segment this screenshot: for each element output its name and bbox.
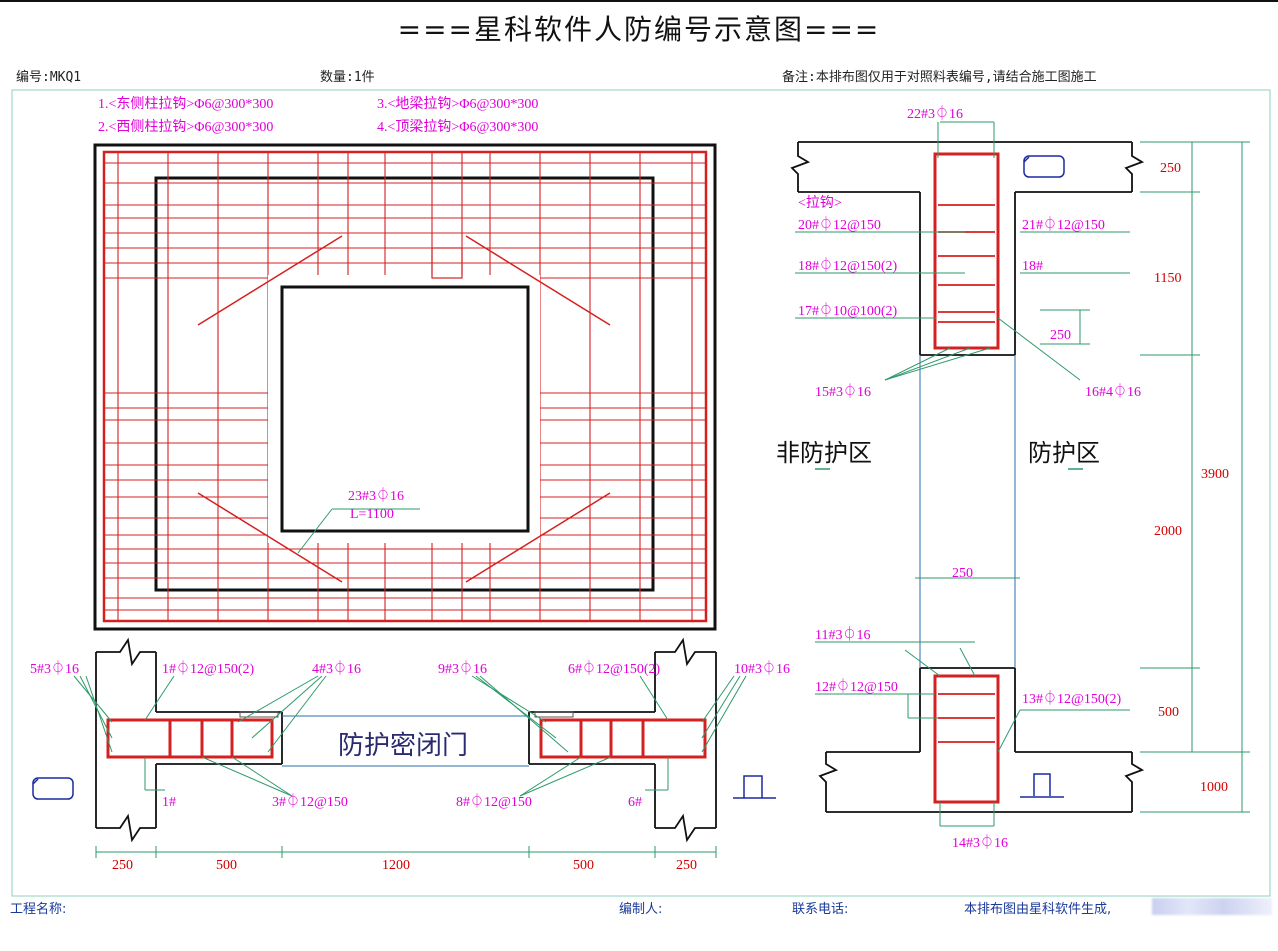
bottom-beam-stirrups — [938, 693, 995, 743]
right-rebar-cage — [539, 718, 707, 759]
section-dim-500: 500 — [1158, 705, 1179, 720]
quantity-label: 数量:1件 — [320, 70, 375, 85]
bar-15-label: 15#3⏀16 — [815, 383, 871, 400]
leader-23 — [297, 508, 333, 554]
bar-17-label: 17#⏀10@100(2) — [798, 302, 898, 319]
bar-5-label: 5#3⏀16 — [30, 660, 79, 677]
bar-18-spec-label: 18#⏀12@150(2) — [798, 257, 898, 274]
top-beam-cage — [933, 152, 1000, 350]
plan-leaders — [73, 675, 747, 797]
bar-9-label: 9#3⏀16 — [438, 660, 487, 677]
plan-dim-5: 250 — [676, 858, 697, 873]
outer-wall-outline — [93, 143, 717, 631]
door-frame-elevation: 1.<东侧柱拉钩>Φ6@300*300 2.<西侧柱拉钩>Φ6@300*300 … — [93, 96, 717, 631]
redacted-contact — [1152, 898, 1272, 915]
author-label: 编制人: — [619, 902, 663, 917]
section-dimension-lines — [1140, 141, 1250, 813]
dim-250-mid: 250 — [952, 566, 973, 581]
top-beam-stirrups — [938, 204, 995, 323]
bar-23-label: 23#3⏀16 — [348, 487, 404, 504]
left-wall-break-top — [96, 637, 156, 667]
bar-22-label: 22#3⏀16 — [907, 105, 963, 122]
bar-3-label: 3#⏀12@150 — [272, 793, 348, 810]
bar-13-label: 13#⏀12@150(2) — [1022, 690, 1122, 707]
left-wall-break-bottom — [96, 813, 156, 843]
non-protected-zone-label: 非防护区 — [776, 439, 872, 467]
drawing-frame — [11, 89, 1271, 897]
bar-1-label: 1# — [162, 795, 176, 810]
section-dim-250: 250 — [1160, 161, 1181, 176]
note-label: 备注:本排布图仅用于对照料表编号,请结合施工图施工 — [782, 70, 1097, 85]
outer-rebar-cage — [102, 150, 708, 623]
bar-16-label: 16#4⏀16 — [1085, 383, 1141, 400]
plan-dim-2: 500 — [216, 858, 237, 873]
bar-6-label: 6# — [628, 795, 642, 810]
bar-4-label: 4#3⏀16 — [312, 660, 361, 677]
bottom-beam-cage — [933, 674, 1000, 804]
section-dim-3900: 3900 — [1201, 467, 1229, 482]
project-name-label: 工程名称: — [10, 902, 67, 917]
protected-zone-label: 防护区 — [1028, 439, 1100, 467]
elevation-marker-icon — [733, 775, 776, 799]
plan-dim-4: 500 — [573, 858, 594, 873]
bar-18-label: 18# — [1022, 259, 1043, 274]
door-label: 防护密闭门 — [338, 731, 468, 761]
bar-1-spec-label: 1#⏀12@150(2) — [162, 660, 255, 677]
tie-note-2: 2.<西侧柱拉钩>Φ6@300*300 — [98, 119, 273, 135]
bar-12-label: 12#⏀12@150 — [815, 678, 898, 695]
plan-dim-3: 1200 — [382, 858, 410, 873]
bar-23-length: L=1100 — [350, 507, 394, 522]
bar-10-label: 10#3⏀16 — [734, 660, 790, 677]
bar-21-label: 21#⏀12@150 — [1022, 216, 1105, 233]
right-wall-break-bottom — [655, 813, 716, 843]
tie-note-3: 3.<地梁拉钩>Φ6@300*300 — [377, 96, 538, 112]
bar-20-label: 20#⏀12@150 — [798, 216, 881, 233]
bar-14-label: 14#3⏀16 — [952, 834, 1008, 851]
section-marker-icon — [32, 777, 74, 800]
plan-dimension-line — [95, 846, 717, 858]
tie-label: <拉钩> — [798, 195, 842, 211]
bar-11-label: 11#3⏀16 — [815, 626, 870, 643]
code-label: 编号:MKQ1 — [16, 70, 82, 85]
dim-250-top: 250 — [1050, 328, 1071, 343]
phone-label: 联系电话: — [792, 902, 849, 917]
right-wall-break-top — [655, 637, 716, 667]
bar-8-label: 8#⏀12@150 — [456, 793, 532, 810]
plan-dim-1: 250 — [112, 858, 133, 873]
tie-note-4: 4.<顶梁拉钩>Φ6@300*300 — [377, 119, 538, 135]
bar-6-spec-label: 6#⏀12@150(2) — [568, 660, 661, 677]
top-stub-bars — [431, 247, 463, 279]
inner-wall-outline — [154, 176, 655, 592]
section-leaders — [795, 121, 1130, 827]
door-frame-plan: 防护密闭门 — [30, 637, 790, 873]
section-dim-1000: 1000 — [1200, 780, 1228, 795]
generated-by-label: 本排布图由星科软件生成, — [964, 902, 1112, 917]
door-opening-edge — [280, 285, 530, 533]
wall-section: 22#3⏀16 <拉钩> 20#⏀12@150 21#⏀12@150 18#⏀1… — [776, 105, 1250, 851]
elevation-marker-icon-2 — [1020, 773, 1064, 798]
diagonal-corner-bars — [197, 235, 611, 583]
section-dim-2000: 2000 — [1154, 524, 1182, 539]
section-marker-icon-2 — [1023, 155, 1065, 178]
tie-note-1: 1.<东侧柱拉钩>Φ6@300*300 — [98, 96, 273, 112]
section-dim-1150: 1150 — [1154, 271, 1181, 286]
page-title: ===星科软件人防编号示意图=== — [397, 13, 881, 46]
left-rebar-cage — [106, 718, 274, 759]
